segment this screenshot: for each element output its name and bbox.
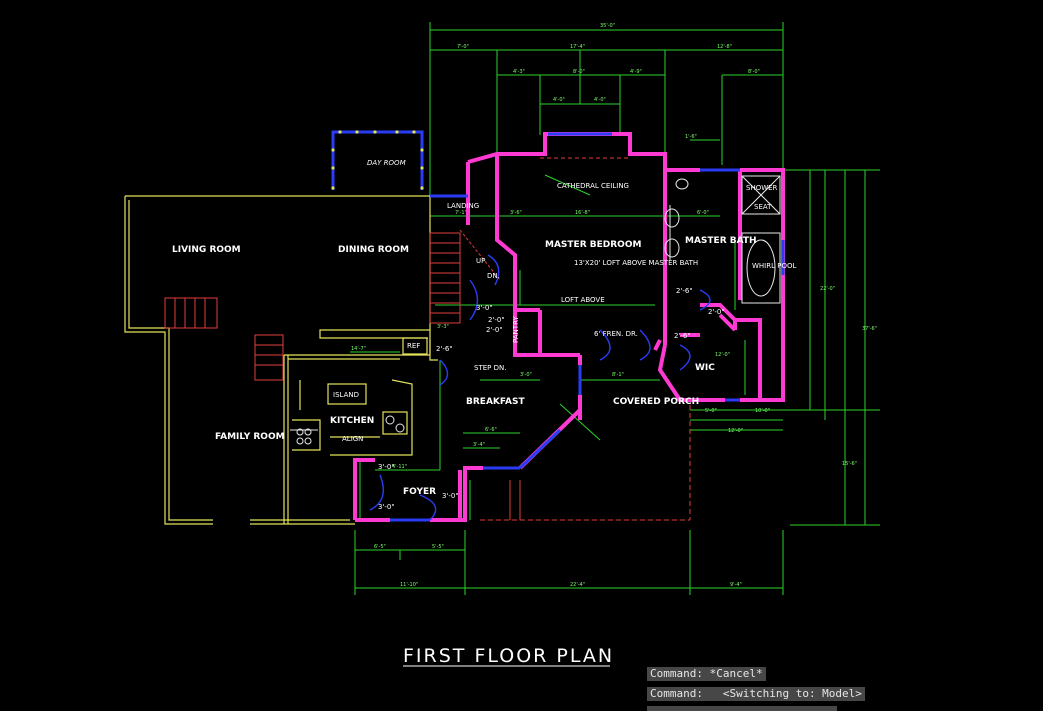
svg-text:7'-0": 7'-0" (457, 44, 469, 50)
svg-text:8'-0": 8'-0" (573, 69, 585, 75)
drawing-title: FIRST FLOOR PLAN (403, 645, 614, 667)
bath-fixtures (290, 175, 781, 445)
door-size-label: 3'-0" (378, 503, 395, 511)
label-day-room: DAY ROOM (367, 159, 406, 167)
door-size-label: 2'-6" (674, 332, 691, 340)
svg-text:8'-1": 8'-1" (612, 372, 624, 378)
svg-text:3'-4": 3'-4" (473, 442, 485, 448)
label-kitchen: KITCHEN (330, 416, 374, 426)
svg-text:4'-0": 4'-0" (553, 97, 565, 103)
svg-text:9'-4": 9'-4" (730, 582, 742, 588)
svg-text:22'-4": 22'-4" (570, 582, 585, 588)
label-living-room: LIVING ROOM (172, 245, 241, 255)
svg-text:3'-6": 3'-6" (510, 210, 522, 216)
command-history-line: Command: *Cancel* (647, 667, 766, 681)
svg-text:4'-11": 4'-11" (392, 464, 407, 470)
door-size-label: 2'-0" (488, 316, 505, 324)
room-labels: LIVING ROOM DINING ROOM FAMILY ROOM KITC… (172, 159, 796, 497)
label-family-room: FAMILY ROOM (215, 432, 285, 442)
svg-text:12'-0": 12'-0" (728, 428, 743, 434)
svg-text:4'-3": 4'-3" (513, 69, 525, 75)
door-size-label: 3'-0" (442, 492, 459, 500)
svg-text:22'-0": 22'-0" (820, 286, 835, 292)
door-size-label: 2'-0" (708, 308, 725, 316)
svg-text:3'-0": 3'-0" (520, 372, 532, 378)
svg-text:3'-3": 3'-3" (437, 324, 449, 330)
door-swings-blue (369, 254, 711, 521)
label-loft-above: LOFT ABOVE (561, 296, 605, 304)
command-input[interactable] (647, 706, 837, 711)
label-wic: WIC (695, 363, 715, 373)
label-pantry: PANTRY (512, 316, 520, 343)
door-size-label: 3'-0" (476, 304, 493, 312)
label-shower: SHOWER (746, 184, 778, 192)
walls-yellow (124, 195, 438, 525)
door-size-label: 3'-0" (378, 463, 395, 471)
svg-text:5'-0": 5'-0" (705, 408, 717, 414)
walls-magenta (353, 132, 785, 522)
label-align: ALIGN (342, 435, 363, 443)
dimension-lines (350, 22, 880, 595)
svg-text:6'-0": 6'-0" (697, 210, 709, 216)
door-size-label: 2'-0" (486, 326, 503, 334)
svg-text:15'-6": 15'-6" (842, 461, 857, 467)
svg-text:6'-5": 6'-5" (374, 544, 386, 550)
label-master-bedroom: MASTER BEDROOM (545, 240, 641, 250)
label-loft-note: 13'X20' LOFT ABOVE MASTER BATH (574, 259, 698, 267)
label-covered-porch: COVERED PORCH (613, 397, 699, 407)
dimension-text: 35'-0" 7'-0" 17'-4" 12'-8" 4'-3" 8'-0" 4… (351, 23, 877, 588)
svg-text:4'-0": 4'-0" (594, 97, 606, 103)
window-marks (331, 130, 424, 190)
label-step-dn: STEP DN. (474, 364, 506, 372)
windows-blue (331, 130, 785, 522)
svg-text:35'-0": 35'-0" (600, 23, 615, 29)
door-size-label: 2'-6" (676, 287, 693, 295)
svg-text:16'-8": 16'-8" (575, 210, 590, 216)
door-size-labels: 2'-6" 2'-6" 2'-6" 3'-0" 3'-0" 3'-0" 2'-0… (378, 287, 725, 511)
svg-text:1'-6": 1'-6" (685, 134, 697, 140)
door-size-label: 2'-6" (436, 345, 453, 353)
label-dn: DN. (487, 272, 500, 280)
svg-text:12'-8": 12'-8" (717, 44, 732, 50)
svg-text:5'-5": 5'-5" (432, 544, 444, 550)
label-whirlpool: WHIRL POOL (752, 262, 796, 270)
svg-text:4'-9": 4'-9" (630, 69, 642, 75)
command-history-line: Command: <Switching to: Model> (647, 687, 865, 701)
svg-text:37'-6": 37'-6" (862, 326, 877, 332)
label-landing: LANDING (447, 202, 479, 210)
svg-text:7'-1": 7'-1" (455, 210, 467, 216)
stairs-red (164, 157, 691, 521)
label-foyer: FOYER (403, 487, 436, 497)
svg-text:11'-10": 11'-10" (400, 582, 418, 588)
label-up: UP (476, 257, 485, 265)
label-ref: REF (407, 342, 420, 350)
svg-text:10'-0": 10'-0" (755, 408, 770, 414)
label-cathedral-ceiling: CATHEDRAL CEILING (557, 182, 629, 190)
label-breakfast: BREAKFAST (466, 397, 525, 407)
label-french-door: 6' FREN. DR. (594, 330, 638, 338)
label-island: ISLAND (333, 391, 359, 399)
label-dining-room: DINING ROOM (338, 245, 409, 255)
svg-text:6'-6": 6'-6" (485, 427, 497, 433)
svg-text:17'-4": 17'-4" (570, 44, 585, 50)
svg-text:12'-0": 12'-0" (715, 352, 730, 358)
label-master-bath: MASTER BATH (685, 236, 757, 246)
svg-text:14'-7": 14'-7" (351, 346, 366, 352)
svg-text:8'-0": 8'-0" (748, 69, 760, 75)
label-seat: SEAT (754, 203, 772, 211)
